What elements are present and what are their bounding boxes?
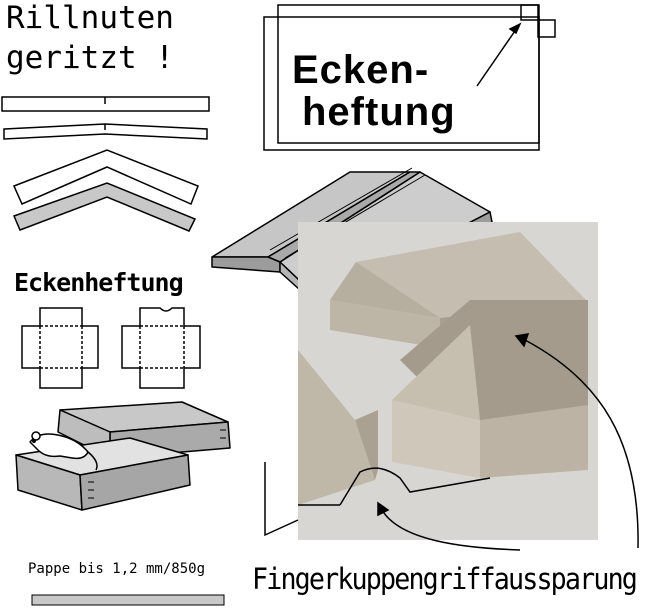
photo-lid-front [330, 300, 440, 348]
pointer-arrowhead [508, 22, 522, 35]
photo-bracket [264, 462, 299, 537]
photo-box-side [480, 405, 588, 478]
label-heftung: heftung [302, 90, 456, 134]
photo-lid-top [356, 232, 588, 318]
label-fingerkuppe: Fingerkuppengriffaussparung [252, 562, 638, 596]
box-photo [298, 222, 598, 540]
notch-pointers [264, 333, 639, 551]
label-ecken: Ecken- [292, 48, 430, 92]
label-rillnuten: Rillnuten [6, 0, 174, 36]
corner-detail [520, 4, 539, 21]
template-right [121, 307, 201, 389]
finger-label-pointer-2 [381, 509, 521, 551]
box-side [79, 454, 191, 511]
finger-label-pointer [524, 339, 639, 549]
bent-strip-white [12, 149, 199, 206]
board-left-front [211, 256, 281, 273]
corner-stitch-frame [263, 4, 556, 151]
corner-flap [537, 19, 556, 38]
label-eckenheftung-small: Eckenheftung [14, 268, 184, 297]
board-thickness-bar [31, 594, 225, 606]
photo-finger-notch [339, 467, 491, 506]
box-with-mouse [15, 401, 231, 511]
photo-left-box [298, 350, 375, 505]
die-cut-templates [21, 307, 201, 389]
bent-strip-gray [12, 182, 197, 232]
photo-box-front [392, 400, 480, 478]
pointer-arrow [476, 27, 518, 87]
template-left [21, 307, 99, 389]
frame-inner [277, 4, 540, 144]
label-geritzt: geritzt ! [6, 40, 174, 76]
groove-strips [1, 96, 210, 232]
label-pappe: Pappe bis 1,2 mm/850g [28, 561, 206, 577]
